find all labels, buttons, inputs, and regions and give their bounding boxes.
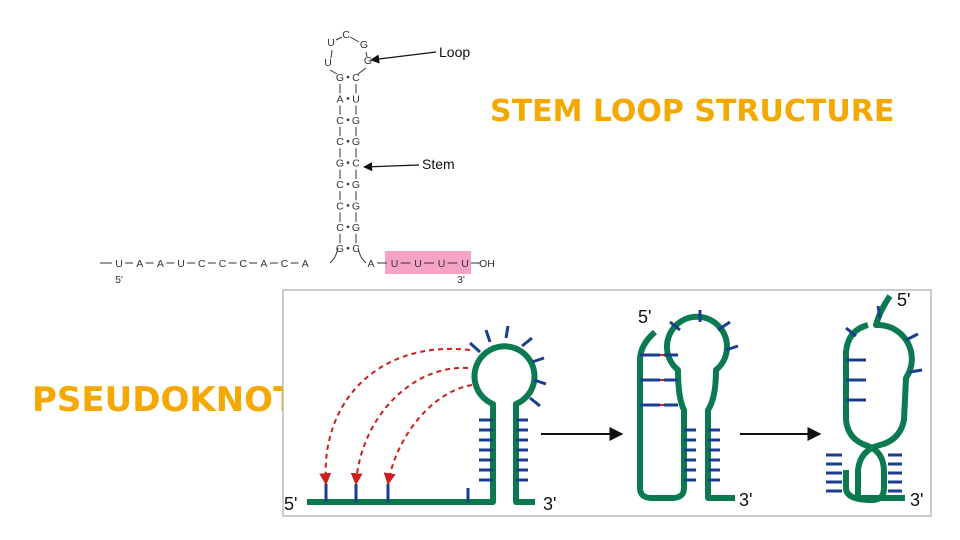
base-pair-dot [346,139,350,143]
stage2-five-prime-label: 5' [638,307,651,327]
three-prime-tail-base: U [461,258,469,270]
tail-connector [357,247,367,264]
pseudoknot-figure: 5' 3' 5' 3' 5' 3' [282,289,932,517]
loop-base: U [324,57,332,69]
stage2-strand [637,313,735,501]
stem-pointer-arrow [363,162,420,172]
three-prime-tail-base: A [367,258,374,270]
three-prime-tail-base: U [414,258,422,270]
three-prime-tail-base: U [438,258,446,270]
stem-base-right: G [352,136,360,148]
five-prime-tail-base: C [198,258,206,270]
stage3-strand-crossing [843,322,887,503]
base-pair-dot [346,246,350,250]
stem-base-left: C [336,136,344,148]
pseudoknot-stage-2: 5' 3' [637,307,752,510]
tail-connector [329,247,339,264]
five-prime-tail-base: U [115,258,123,270]
base-tick [533,378,547,386]
stage1-interaction-arrows [319,347,473,486]
loop-pointer-arrow [370,51,437,64]
three-prime-marker: 3' [457,274,465,286]
stage3-five-prime-label: 5' [897,290,910,310]
stem-base-left: G [336,243,344,255]
five-prime-tail-base: U [177,258,185,270]
base-tick [717,320,731,332]
loop-base: G [360,39,368,51]
stem-base-left: C [336,200,344,212]
stage3-base-ticks [826,305,923,493]
stem-loop-title: STEM LOOP STRUCTURE [490,94,895,129]
five-prime-tail-base: A [136,258,143,270]
stem-base-left: C [336,179,344,191]
stem-base-left: A [336,93,343,105]
five-prime-tail-base: C [281,258,289,270]
stem-base-right: G [352,222,360,234]
base-tick [909,368,923,374]
stem-base-right: G [352,115,360,127]
three-prime-cap: OH [479,258,495,270]
pseudoknot-stage-1: 5' 3' [284,325,556,514]
five-prime-tail-base: A [260,258,267,270]
stage1-three-prime-label: 3' [543,494,556,514]
stem-base-right: C [352,72,360,84]
five-prime-tail-base: A [157,258,164,270]
base-tick [531,356,545,364]
five-prime-tail-base: C [239,258,247,270]
pseudoknot-stage-3: 5' 3' [826,290,923,510]
base-pair-dot [346,97,350,100]
stem-base-right: C [352,158,360,170]
stem-base-left: C [336,222,344,234]
five-prime-tail-base: C [219,258,227,270]
base-pair-dot [346,161,350,164]
five-prime-tail-base: A [302,258,309,270]
three-prime-tail-base: U [391,258,399,270]
stem-base-right: U [352,93,360,105]
stage1-strand [307,343,538,505]
pseudoknot-title: PSEUDOKNOT [32,380,297,420]
base-pair-dot [346,204,350,207]
loop-base: U [327,37,335,49]
stage3-three-prime-label: 3' [910,490,923,510]
base-tick [876,305,882,319]
base-pair-dot [346,118,350,122]
base-tick [905,332,919,342]
base-tick [845,326,857,338]
stem-label: Stem [422,156,455,172]
base-tick [484,329,492,343]
base-tick [669,320,681,332]
loop-label: Loop [439,44,470,60]
stem-base-left: G [336,72,344,84]
stage2-three-prime-label: 3' [739,490,752,510]
base-pair-dot [346,225,350,229]
stage2-base-ticks [640,310,739,482]
interaction-arrow [383,384,473,486]
base-tick [504,325,510,339]
stem-base-right: G [352,179,360,191]
stem-base-left: G [336,158,344,170]
base-pair-dot [346,75,350,79]
stem-base-right: G [352,200,360,212]
stage1-base-ticks [324,325,547,502]
base-pair-dot [346,182,350,186]
loop-backbone [329,36,368,75]
stem-base-left: C [336,115,344,127]
base-tick [521,336,533,348]
base-tick [468,341,482,354]
base-tick [725,344,739,352]
base-tick [529,396,541,408]
interaction-arrow [350,366,469,486]
five-prime-marker: 5' [115,274,123,286]
stage1-five-prime-label: 5' [284,494,297,514]
stem-base-right: C [352,243,360,255]
loop-base: C [342,29,350,41]
loop-base: G [364,55,372,67]
